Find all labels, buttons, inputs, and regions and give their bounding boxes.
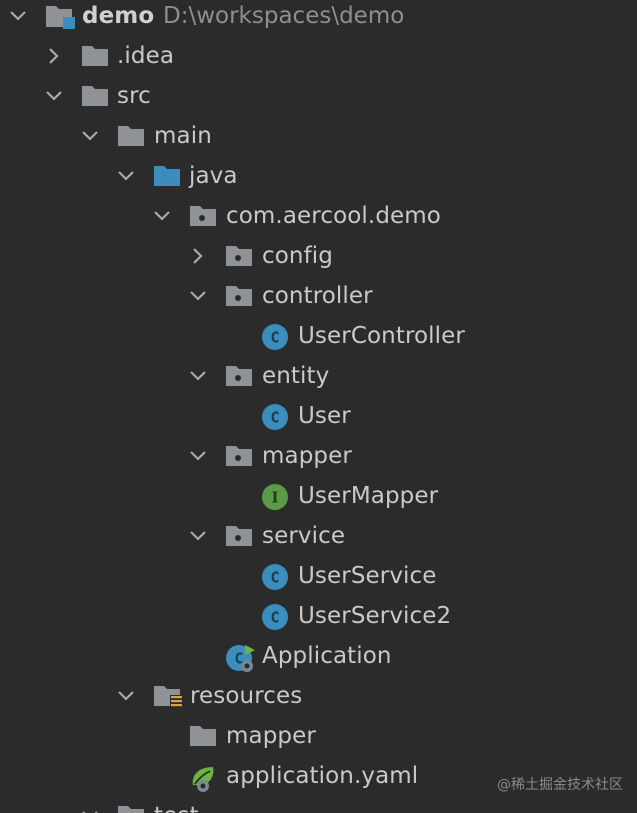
- tree-row-src[interactable]: src: [0, 76, 637, 116]
- package-label: controller: [262, 283, 373, 309]
- class-icon: C: [261, 603, 289, 630]
- package-icon: [225, 443, 253, 469]
- chevron-right-icon[interactable]: [44, 46, 64, 66]
- tree-row-config[interactable]: config: [0, 236, 637, 276]
- folder-label: main: [154, 123, 212, 149]
- tree-row-resources-mapper[interactable]: mapper: [0, 716, 637, 756]
- tree-row-controller[interactable]: controller: [0, 276, 637, 316]
- class-icon: C: [261, 403, 289, 430]
- tree-row-application[interactable]: C Application: [0, 636, 637, 676]
- folder-label: mapper: [226, 723, 316, 749]
- spring-config-icon: [189, 763, 217, 792]
- folder-label: test: [154, 802, 199, 813]
- svg-text:C: C: [270, 409, 279, 427]
- class-label: User: [298, 403, 351, 429]
- tree-row-java[interactable]: java: [0, 156, 637, 196]
- tree-row-resources[interactable]: resources: [0, 676, 637, 716]
- interface-icon: I: [261, 483, 289, 510]
- chevron-down-icon[interactable]: [188, 446, 208, 466]
- svg-text:I: I: [271, 489, 278, 507]
- chevron-down-icon[interactable]: [80, 806, 100, 813]
- svg-text:C: C: [270, 609, 279, 627]
- chevron-down-icon[interactable]: [44, 86, 64, 106]
- tree-row-main[interactable]: main: [0, 116, 637, 156]
- tree-row-user-controller[interactable]: C UserController: [0, 316, 637, 356]
- source-folder-icon: [153, 163, 181, 189]
- tree-row-idea[interactable]: .idea: [0, 36, 637, 76]
- chevron-right-icon[interactable]: [188, 246, 208, 266]
- tree-row-user-service2[interactable]: C UserService2: [0, 596, 637, 636]
- interface-label: UserMapper: [298, 483, 439, 509]
- class-label: UserController: [298, 323, 465, 349]
- chevron-down-icon[interactable]: [188, 286, 208, 306]
- tree-row-user[interactable]: C User: [0, 396, 637, 436]
- package-icon: [225, 243, 253, 269]
- package-label: config: [262, 243, 333, 269]
- tree-row-user-service[interactable]: C UserService: [0, 556, 637, 596]
- class-icon: C: [261, 563, 289, 590]
- svg-text:C: C: [234, 650, 243, 668]
- class-label: UserService2: [298, 603, 452, 629]
- tree-row-user-mapper[interactable]: I UserMapper: [0, 476, 637, 516]
- folder-label: .idea: [117, 43, 175, 69]
- class-icon: C: [261, 323, 289, 350]
- folder-icon: [81, 83, 109, 109]
- project-name: demo: [82, 3, 155, 29]
- chevron-down-icon[interactable]: [80, 126, 100, 146]
- resources-folder-icon: [153, 683, 183, 709]
- tree-row-application-yaml[interactable]: application.yaml: [0, 756, 637, 796]
- chevron-down-icon[interactable]: [116, 686, 136, 706]
- svg-text:C: C: [270, 569, 279, 587]
- class-label: Application: [262, 643, 392, 669]
- watermark: @稀土掘金技术社区: [497, 777, 623, 793]
- tree-row-project[interactable]: demo D:\workspaces\demo: [0, 0, 637, 36]
- package-label: entity: [262, 363, 330, 389]
- folder-icon: [117, 803, 145, 813]
- chevron-down-icon[interactable]: [152, 206, 172, 226]
- tree-row-mapper[interactable]: mapper: [0, 436, 637, 476]
- chevron-down-icon[interactable]: [188, 366, 208, 386]
- package-icon: [225, 523, 253, 549]
- tree-row-service[interactable]: service: [0, 516, 637, 556]
- package-label: mapper: [262, 443, 352, 469]
- tree-row-package[interactable]: com.aercool.demo: [0, 196, 637, 236]
- folder-icon: [189, 723, 217, 749]
- folder-icon: [81, 43, 109, 69]
- tree-row-test[interactable]: test: [0, 796, 637, 813]
- module-folder-icon: [45, 3, 75, 29]
- chevron-down-icon[interactable]: [116, 166, 136, 186]
- folder-label: src: [117, 83, 151, 109]
- chevron-down-icon[interactable]: [8, 6, 28, 26]
- spring-boot-application-icon: C: [225, 643, 255, 672]
- package-label: service: [262, 523, 346, 549]
- project-path: D:\workspaces\demo: [163, 3, 405, 29]
- chevron-down-icon[interactable]: [188, 526, 208, 546]
- package-label: com.aercool.demo: [226, 203, 441, 229]
- folder-icon: [117, 123, 145, 149]
- package-icon: [225, 283, 253, 309]
- svg-text:C: C: [270, 329, 279, 347]
- folder-label: java: [189, 163, 238, 189]
- tree-row-entity[interactable]: entity: [0, 356, 637, 396]
- file-label: application.yaml: [226, 763, 419, 789]
- folder-label: resources: [190, 683, 303, 709]
- class-label: UserService: [298, 563, 437, 589]
- package-icon: [189, 203, 217, 229]
- package-icon: [225, 363, 253, 389]
